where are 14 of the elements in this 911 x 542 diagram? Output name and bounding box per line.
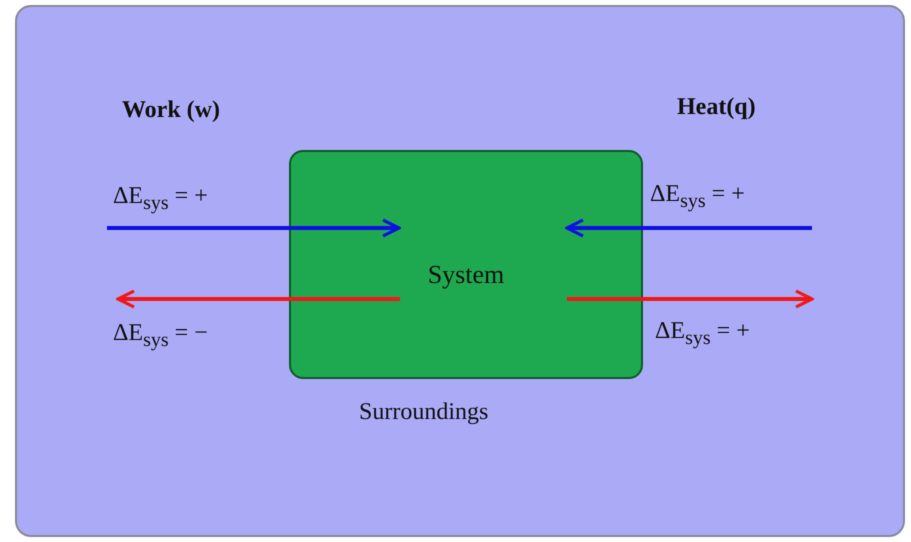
- node-label: System: [426, 260, 506, 290]
- arrow: [567, 289, 814, 309]
- system-box: [289, 150, 643, 379]
- arrow: [116, 289, 400, 309]
- heading-label: Work (w): [122, 97, 220, 124]
- arrow: [107, 218, 401, 238]
- edge-label: ΔE$_{sys}$ = +: [655, 318, 750, 350]
- arrow: [565, 218, 812, 238]
- edge-label: ΔE$_{sys}$ = +: [650, 181, 745, 213]
- surroundings-panel: [15, 5, 905, 537]
- edge-label: ΔE$_{sys}$ = −: [113, 320, 208, 352]
- heading-label: Heat(q): [677, 94, 756, 121]
- edge-label: ΔE$_{sys}$ = +: [113, 183, 208, 215]
- node-label: Surroundings: [359, 399, 488, 426]
